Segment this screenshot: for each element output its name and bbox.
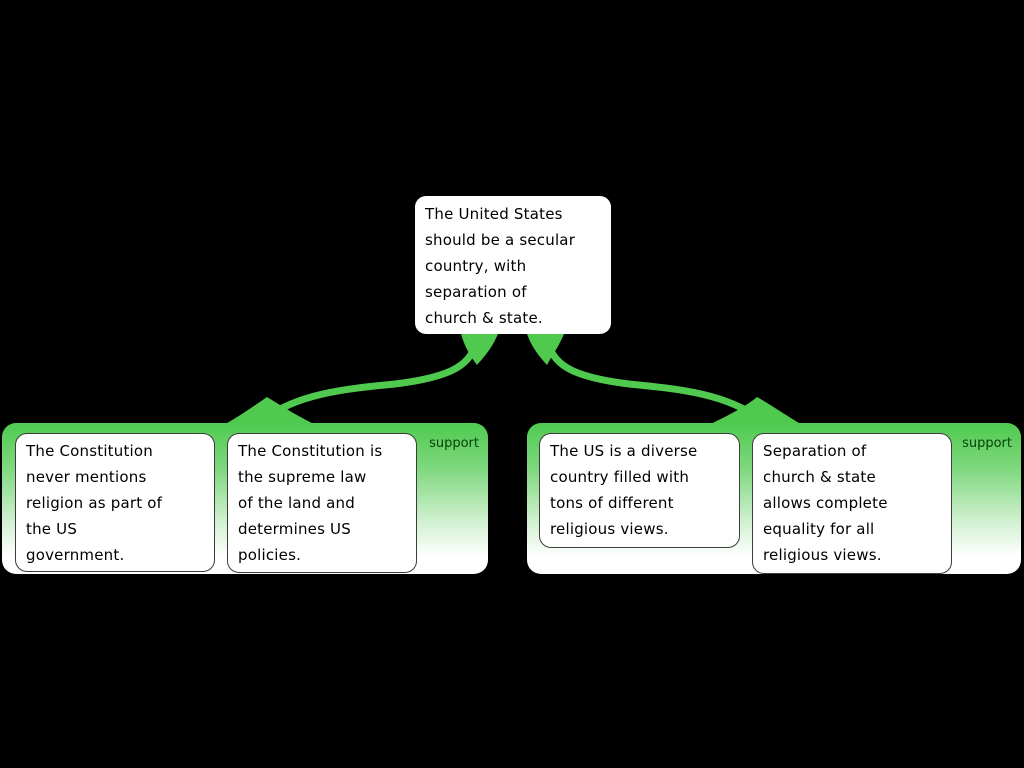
support-label-right: support bbox=[962, 436, 1012, 451]
reason-box-diverse-country[interactable]: The US is a diverse country filled with … bbox=[539, 433, 740, 548]
reason-text: The US is a diverse country filled with … bbox=[550, 442, 698, 538]
connector-right-group-flare-icon bbox=[706, 397, 804, 426]
connector-left-group-flare-icon bbox=[222, 397, 318, 426]
connector-left-stem-flare-icon bbox=[461, 334, 498, 365]
support-group-left[interactable]: support The Constitution never mentions … bbox=[2, 423, 488, 574]
support-label-left: support bbox=[429, 436, 479, 451]
connector-right-stem-flare-icon bbox=[527, 334, 564, 365]
reason-box-constitution-supreme-law[interactable]: The Constitution is the supreme law of t… bbox=[227, 433, 417, 573]
connector-right-curve-icon bbox=[543, 333, 764, 423]
reason-text: Separation of church & state allows comp… bbox=[763, 442, 888, 564]
reason-box-constitution-never-mentions[interactable]: The Constitution never mentions religion… bbox=[15, 433, 215, 572]
reason-box-equality-for-all[interactable]: Separation of church & state allows comp… bbox=[752, 433, 952, 574]
claim-box[interactable]: The United States should be a secular co… bbox=[415, 196, 611, 334]
connector-left-curve-icon bbox=[260, 333, 481, 423]
reason-text: The Constitution never mentions religion… bbox=[26, 442, 163, 564]
reason-text: The Constitution is the supreme law of t… bbox=[238, 442, 383, 564]
claim-text: The United States should be a secular co… bbox=[425, 205, 576, 327]
support-group-right[interactable]: support The US is a diverse country fill… bbox=[527, 423, 1021, 574]
